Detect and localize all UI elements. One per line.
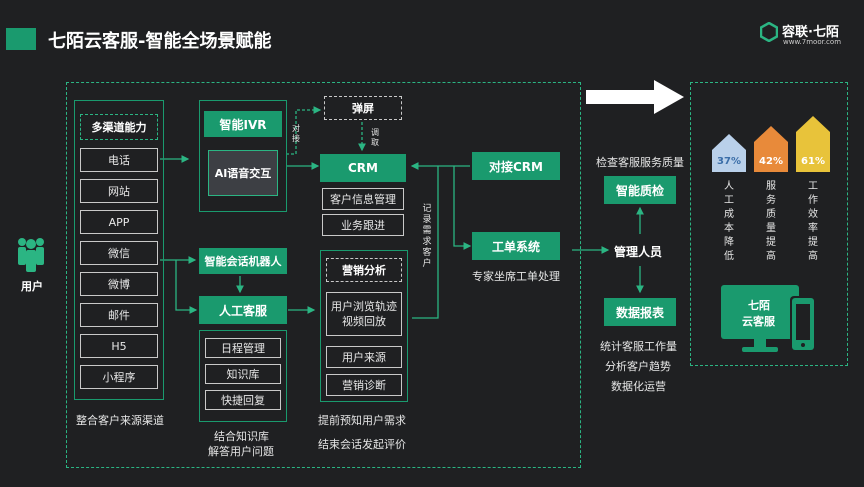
metric-text: 服务质量提高 [766, 181, 776, 262]
ticket-system-box: 工单系统 [472, 232, 560, 260]
marketing-title: 营销分析 [326, 258, 402, 282]
metric-text: 工作效率提高 [808, 181, 818, 262]
channel-item: 微博 [80, 272, 158, 296]
metric-text: 人工成本降低 [724, 181, 734, 262]
metric-badge [754, 126, 788, 172]
channel-item: APP [80, 210, 158, 234]
popup-box [324, 96, 402, 120]
marketing-item: 用户浏览轨迹 视频回放 [326, 292, 402, 336]
user-group-icon [14, 236, 48, 272]
channels-panel [74, 100, 164, 400]
metric-value: 37% [717, 156, 741, 167]
agent-title: 人工客服 [199, 296, 287, 324]
marketing-item: 营销诊断 [326, 374, 402, 396]
monitor-label-1: 七陌 [748, 299, 770, 312]
connect-label: 对接 [292, 124, 300, 143]
ivr-title: 智能IVR [204, 111, 282, 137]
ticket-caption: 专家坐席工单处理 [472, 270, 560, 283]
marketing-panel [320, 250, 408, 402]
report-caption: 数据化运营 [611, 380, 666, 393]
popup-label: 弹屏 [352, 102, 374, 115]
marketing-item: 用户来源 [326, 346, 402, 368]
agent-panel [199, 330, 287, 422]
monitor-label-2: 云客服 [742, 315, 775, 328]
agent-item: 知识库 [205, 364, 281, 384]
platform-container [66, 82, 581, 468]
marketing-caption-1: 提前预知用户需求 [318, 414, 406, 427]
metric-value: 42% [759, 156, 783, 167]
metric-badge [712, 134, 746, 172]
page-title: 七陌云客服-智能全场景赋能 [48, 31, 272, 52]
brand-logo [759, 21, 779, 43]
quality-check-box: 智能质检 [604, 176, 676, 204]
monitor-icon [720, 284, 828, 356]
metric-value: 61% [801, 156, 825, 167]
channel-item: 邮件 [80, 303, 158, 327]
channel-item: 小程序 [80, 365, 158, 389]
agent-item: 快捷回复 [205, 390, 281, 410]
agent-caption-2: 解答用户问题 [208, 445, 274, 458]
channel-item: 网站 [80, 179, 158, 203]
ai-voice-box: AI语音交互 [208, 150, 278, 196]
channel-item: H5 [80, 334, 158, 358]
fetch-label: 调取 [371, 128, 379, 147]
data-report-box: 数据报表 [604, 298, 676, 326]
crm-item: 客户信息管理 [322, 188, 404, 210]
brand-name: 容联·七陌 [782, 25, 839, 40]
channels-title: 多渠道能力 [80, 114, 158, 140]
results-container [690, 82, 848, 366]
channel-item: 电话 [80, 148, 158, 172]
record-label: 记录需求客户 [422, 204, 432, 269]
hexagon-logo-icon [759, 21, 779, 43]
report-caption: 分析客户趋势 [605, 360, 671, 373]
header-accent [6, 28, 36, 50]
user-label: 用户 [21, 280, 43, 293]
metric-badge [796, 116, 830, 172]
agent-item: 日程管理 [205, 338, 281, 358]
brand-url: www.7moor.com [783, 38, 842, 46]
report-caption: 统计客服工作量 [600, 340, 677, 353]
manager-label: 管理人员 [614, 245, 663, 259]
channels-caption: 整合客户来源渠道 [76, 414, 164, 427]
crm-connect-box: 对接CRM [472, 152, 560, 180]
agent-caption-1: 结合知识库 [214, 430, 269, 443]
channel-item: 微信 [80, 241, 158, 265]
quality-caption: 检查客服服务质量 [596, 156, 684, 169]
crm-title: CRM [320, 154, 406, 182]
chatbot-box: 智能会话机器人 [199, 248, 287, 274]
crm-item: 业务跟进 [322, 214, 404, 236]
marketing-caption-2: 结束会话发起评价 [318, 438, 406, 451]
ivr-panel [199, 100, 287, 212]
